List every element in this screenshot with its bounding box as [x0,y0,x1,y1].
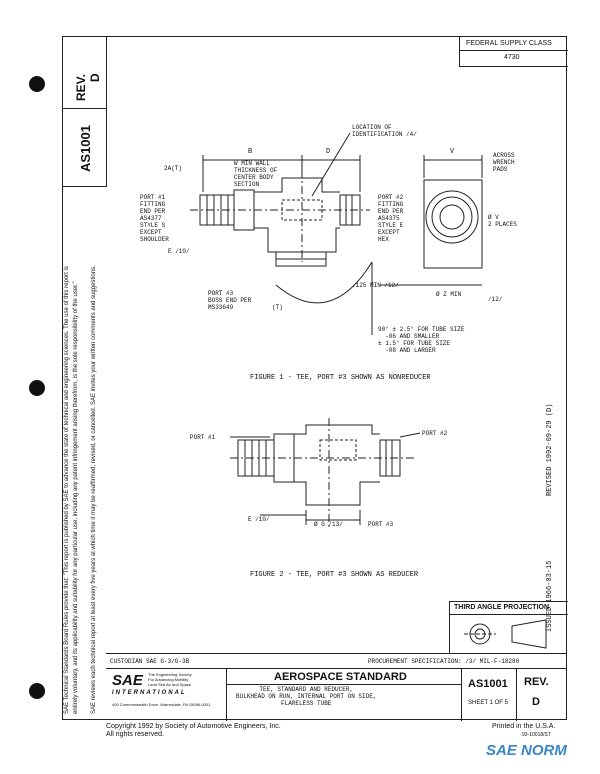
sae-address: 400 Commonwealth Drive, Warrendale, PA 1… [112,702,211,707]
fig1-z-min: Ø Z MIN [436,291,462,298]
title-rev-label: REV. [524,676,549,688]
fig1-2a-t: 2A(T) [164,165,183,172]
fig2-port3: PORT #3 [368,521,394,528]
fig1-port1: PORT #1 FITTING END PER AS4377 STYLE S E… [140,194,169,243]
left-rev-label: REV. [74,74,88,101]
projection-label: THIRD ANGLE PROJECTION [454,604,550,611]
code-text: 93-10018/ST [522,732,551,738]
title-doc-number: AS1001 [468,678,508,690]
projection-box: THIRD ANGLE PROJECTION [449,601,568,654]
title-block: CUSTODIAN SAE G-3/G-3B PROCUREMENT SPECI… [106,653,567,721]
fig2-caption: FIGURE 2 - TEE, PORT #3 SHOWN AS REDUCER [250,571,419,579]
fig1-port2: PORT #2 FITTING END PER AS4375 STYLE E E… [378,194,404,243]
federal-supply-box: FEDERAL SUPPLY CLASS 4730 [459,36,568,67]
sae-logo: SAE [112,672,143,689]
punch-hole-2 [29,380,45,396]
sae-norm-logo: SAE NORM [486,742,567,759]
sae-intl: INTERNATIONAL [112,690,187,696]
custodian-label: CUSTODIAN SAE G-3/G-3B [110,658,190,665]
left-doc-number: AS1001 [78,125,93,172]
fig1-min125: .125 MIN /12/ [352,282,399,289]
fig1-across-pads: ACROSS WRENCH PADS [493,152,515,173]
title-rev-value: D [532,696,540,708]
fig1-caption: FIGURE 1 - TEE, PORT #3 SHOWN AS NONREDU… [250,374,431,382]
fig2-e10: E /10/ [248,516,270,523]
standard-type: AEROSPACE STANDARD [274,671,407,683]
rights-text: All rights reserved. [106,731,164,738]
side-notice-2: entirely voluntary, and its applicabilit… [73,281,79,714]
side-notice-1: SAE Technical Standards Board Rules prov… [64,266,70,714]
fig2-port1: PORT #1 [190,434,216,441]
federal-supply-label: FEDERAL SUPPLY CLASS [466,40,552,47]
revised-date: REVISED 1992-09-29 (D) [546,403,554,496]
document-title: TEE, STANDARD AND REDUCER, BULKHEAD ON R… [236,686,377,707]
projection-symbol [464,619,547,649]
fig1-dim-d: D [326,148,331,156]
printed-text: Printed in the U.S.A. [492,723,556,730]
left-rev-value: D [88,73,102,82]
fig1-w-min-wall: W MIN WALL THICKNESS OF CENTER BODY SECT… [234,160,278,188]
punch-hole-1 [29,76,45,92]
fig1-dim-v: V [450,148,455,156]
fig1-ninety-note: 90° ± 2.5° FOR TUBE SIZE -06 AND SMALLER… [378,326,465,354]
federal-supply-value: 4730 [504,54,520,61]
fig1-location-label: LOCATION OF IDENTIFICATION /4/ [352,124,417,138]
sae-tagline: The Engineering Society For Advancing Mo… [148,672,192,687]
fig2-g13: Ø G /13/ [314,521,343,528]
fig1-dv-places: Ø V 2 PLACES [488,214,517,228]
fig1-twelve: /12/ [488,296,503,303]
copyright-text: Copyright 1992 by Society of Automotive … [106,723,281,730]
fig1-port3: PORT #3 BOSS END PER MS33649 [208,290,252,311]
fig2-port2: PORT #2 [422,430,448,437]
fig1-t-label: (T) [272,304,283,311]
punch-hole-3 [29,683,45,699]
fig1-e10: E /10/ [168,248,190,255]
fig1-dim-b: B [248,148,253,156]
drawing-frame [62,36,567,720]
side-notice-3: SAE reviews each technical report at lea… [91,265,97,714]
sheet-number: SHEET 1 OF 5 [468,700,508,706]
procurement-label: PROCUREMENT SPECIFICATION: /3/ MIL-F-182… [368,658,520,665]
